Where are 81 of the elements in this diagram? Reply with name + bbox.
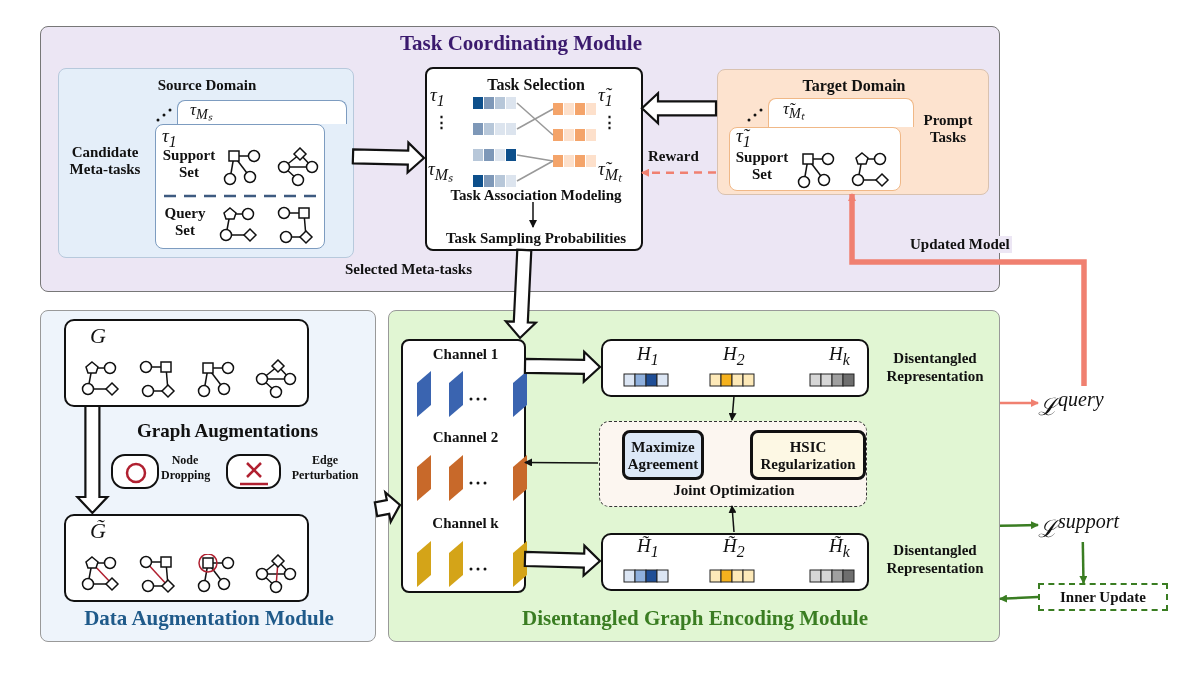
vector-symbol: H̃$_{k}$ xyxy=(829,535,851,562)
ellipsis: ⋮ xyxy=(602,114,618,131)
module-title: Disentangled Graph Encoding Module xyxy=(521,606,869,630)
vector-symbol: H$_{k}$ xyxy=(829,343,851,370)
node-text: Task Sampling Probabilities xyxy=(444,230,628,247)
channel-title: Channel 2 xyxy=(431,429,500,446)
task-symbol: τ̃$_{Mₜ}$ xyxy=(598,158,623,185)
representation-box xyxy=(601,533,869,591)
arrow xyxy=(999,521,1039,530)
arrow xyxy=(524,458,599,467)
block-arrow xyxy=(74,404,110,515)
side-caption: Disentangled Representation xyxy=(885,541,985,577)
graph-set-box xyxy=(64,514,309,602)
objective-text: Maximize Agreement xyxy=(626,439,700,473)
channel-title: Channel k xyxy=(431,515,500,532)
task-text: Support Set xyxy=(161,147,217,181)
block-arrow xyxy=(351,140,426,176)
task-symbol: τ$_{1}$ xyxy=(430,84,446,111)
channel-panel xyxy=(401,339,526,593)
task-text: Query Set xyxy=(163,205,207,239)
augmentation-box xyxy=(226,454,281,489)
graph-symbol: G xyxy=(90,323,107,348)
task-text: Support Set xyxy=(734,149,790,183)
task-card xyxy=(729,127,901,191)
arrow xyxy=(848,193,1087,386)
arrow xyxy=(1079,541,1088,584)
module-panel xyxy=(40,310,376,642)
block-arrow xyxy=(503,248,539,340)
module-title: Data Augmentation Module xyxy=(83,606,335,630)
loss-symbol: ℒ$^{support}$ xyxy=(1038,509,1121,543)
block-arrow xyxy=(640,90,718,126)
ellipsis: ⋮ xyxy=(434,114,450,131)
task-symbol: τ̃$_{1}$ xyxy=(598,84,614,111)
vector-symbol: H̃$_{2}$ xyxy=(723,535,746,562)
task-card xyxy=(155,124,325,249)
update-text: Inner Update xyxy=(1059,589,1147,606)
domain-panel xyxy=(58,68,354,258)
dashed-arrow xyxy=(641,168,716,177)
update-box xyxy=(1038,583,1168,611)
task-symbol: τ$_{Mₛ}$ xyxy=(190,100,214,125)
label-text: Prompt Tasks xyxy=(922,112,974,146)
side-caption: Disentangled Representation xyxy=(885,349,985,385)
module-panel xyxy=(388,310,1000,642)
vector-symbol: H$_{2}$ xyxy=(723,343,746,370)
arrow xyxy=(529,201,537,228)
block-arrow xyxy=(373,489,402,525)
side-caption: Edge Perturbation xyxy=(290,453,360,483)
loss-symbol: ℒ$^{query}$ xyxy=(1038,387,1105,421)
panel-title: Joint Optimization xyxy=(672,482,796,499)
arrow xyxy=(728,395,737,421)
node-text: Task Association Modeling xyxy=(449,187,623,204)
channel-title: Channel 1 xyxy=(431,346,500,363)
vector-symbol: H̃$_{1}$ xyxy=(637,535,660,562)
task-text: τ$_{1}$ xyxy=(162,125,178,150)
panel-title: Target Domain xyxy=(801,76,907,95)
label-text: Candidate Meta-tasks xyxy=(68,144,142,178)
objective-text: HSIC Regularization xyxy=(759,439,857,473)
graph-symbol: G̃ xyxy=(90,518,107,543)
optimization-panel xyxy=(599,421,867,507)
vector-symbol: H$_{1}$ xyxy=(637,343,660,370)
task-symbol: τ̃$_{Mₜ}$ xyxy=(783,99,806,124)
objective-box xyxy=(622,430,704,480)
representation-box xyxy=(601,339,869,397)
selection-panel xyxy=(425,67,643,251)
task-symbol: τ$_{Mₛ}$ xyxy=(428,158,454,185)
label-text: Graph Augmentations xyxy=(135,420,320,442)
domain-panel xyxy=(717,69,989,195)
module-title: Task Coordinating Module xyxy=(399,31,643,55)
arrow xyxy=(728,505,737,533)
task-text: τ̃$_{1}$ xyxy=(736,125,752,152)
block-arrow xyxy=(523,349,602,385)
side-caption: Node Dropping xyxy=(161,453,209,483)
panel-title: Source Domain xyxy=(156,77,258,94)
augmentation-box xyxy=(111,454,159,489)
graph-set-box xyxy=(64,319,309,407)
arrow xyxy=(1000,399,1039,407)
block-arrow xyxy=(523,543,602,579)
objective-box xyxy=(750,430,866,480)
arrow xyxy=(999,594,1039,603)
edge-label: Updated Model xyxy=(908,236,1012,253)
panel-title: Task Selection xyxy=(486,75,586,94)
